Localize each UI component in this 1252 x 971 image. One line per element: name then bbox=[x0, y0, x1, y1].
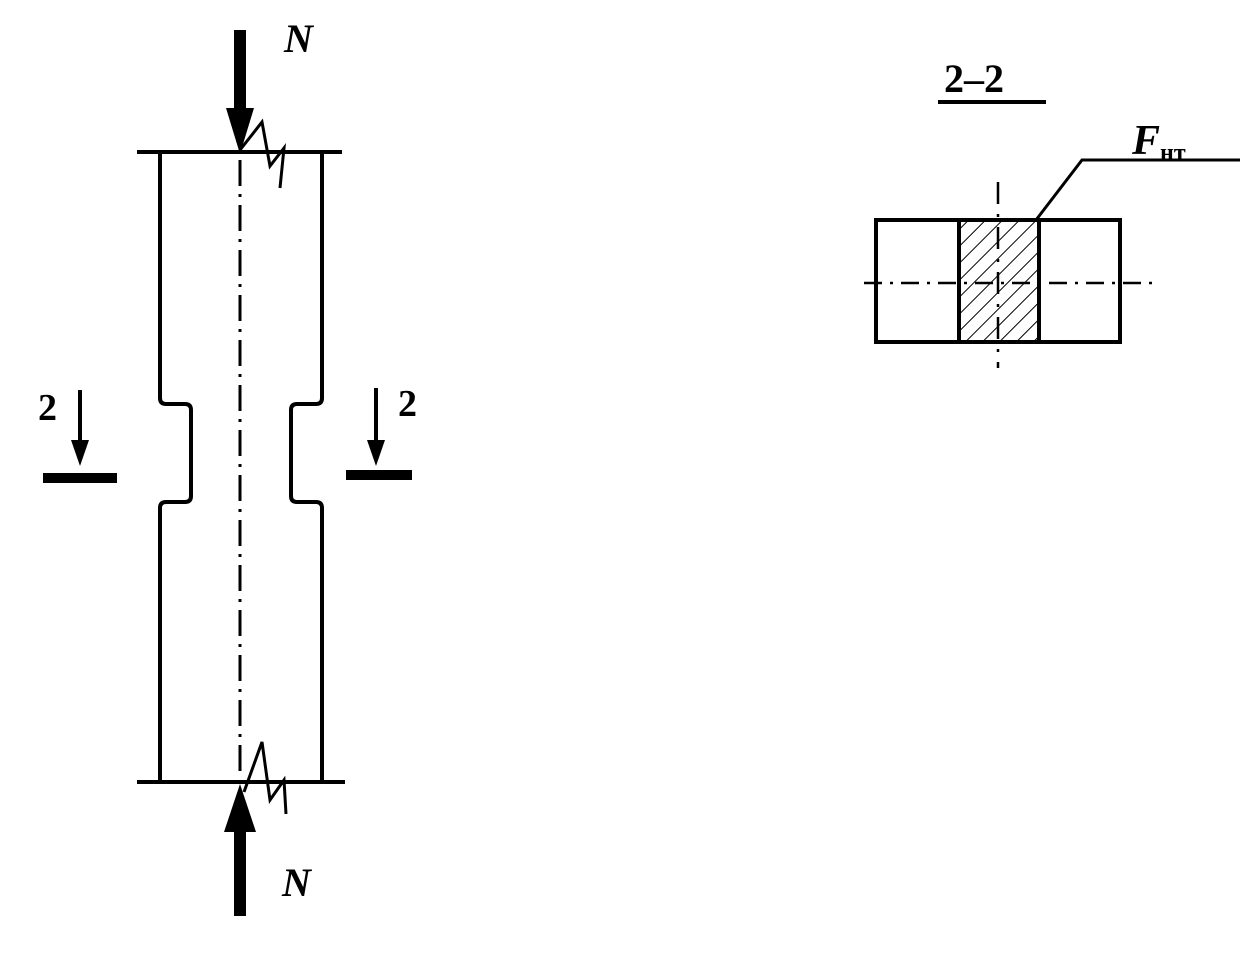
force-label-top: N bbox=[283, 16, 315, 61]
area-label-subscript: нт bbox=[1160, 140, 1186, 166]
column-left-edge bbox=[158, 152, 193, 782]
area-label-symbol: F bbox=[1131, 118, 1160, 164]
section-title: 2–2 bbox=[944, 56, 1004, 101]
force-label-bottom: N bbox=[281, 860, 313, 905]
bottom-force-arrow bbox=[224, 784, 256, 916]
area-label: Fнт bbox=[1131, 118, 1186, 166]
area-leader-line bbox=[1034, 158, 1240, 221]
section-marker-left: 2 bbox=[38, 387, 117, 483]
section-mark-left-number: 2 bbox=[38, 387, 57, 429]
cross-section-2-2: 2–2 Fнт bbox=[864, 56, 1240, 368]
column-right-edge bbox=[289, 152, 324, 782]
column-elevation: N N 2 2 bbox=[38, 16, 417, 916]
top-force-arrow bbox=[226, 30, 254, 154]
section-mark-right-number: 2 bbox=[398, 383, 417, 425]
bottom-break-line bbox=[242, 741, 288, 815]
section-marker-right: 2 bbox=[346, 383, 417, 480]
top-break-line bbox=[238, 118, 287, 189]
section-outline bbox=[874, 218, 1122, 344]
